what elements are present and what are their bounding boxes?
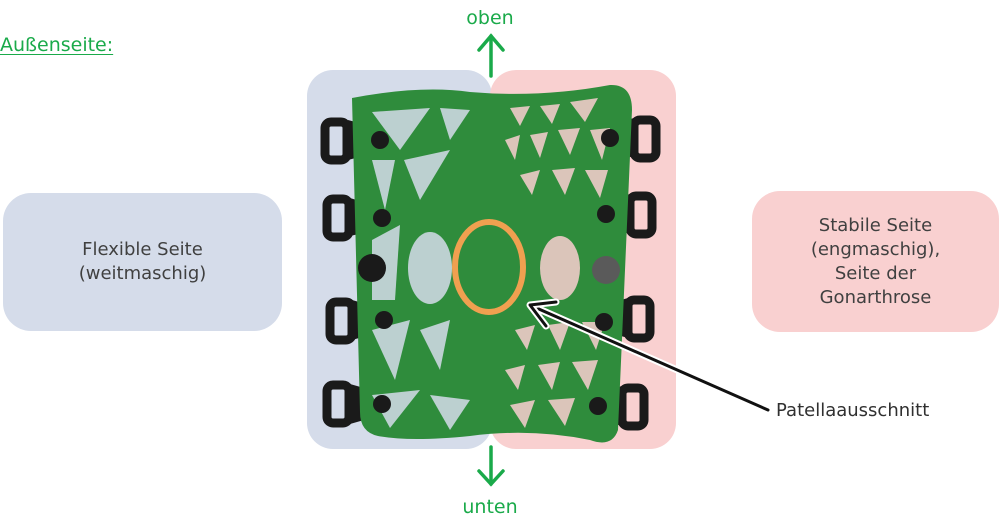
patella-cutout-label: Patellaausschnitt <box>776 400 930 421</box>
strap-buckles-left <box>320 117 357 428</box>
direction-top-label: oben <box>466 7 514 29</box>
patella-cutout-ring <box>452 219 526 315</box>
flexible-side-box: Flexible Seite (weitmaschig) <box>3 193 282 331</box>
brace-plate <box>352 84 632 443</box>
outer-side-heading: Außenseite: <box>0 34 114 56</box>
direction-bottom-label: unten <box>462 496 518 518</box>
flexible-side-line-1: Flexible Seite <box>82 239 203 260</box>
stable-side-line-1: Stabile Seite <box>818 214 933 236</box>
up-arrow-icon <box>477 33 505 78</box>
stable-side-box: Stabile Seite (engmaschig), Seite der Go… <box>752 191 999 332</box>
stable-side-line-2: (engmaschig), <box>810 238 941 260</box>
stable-side-line-4: Gonarthrose <box>819 286 932 308</box>
down-arrow-icon <box>477 445 505 487</box>
stable-side-line-3: Seite der <box>834 262 917 284</box>
callout-arrow <box>526 298 772 414</box>
hinge-screw <box>592 256 620 284</box>
flexible-side-line-2: (weitmaschig) <box>78 263 207 284</box>
